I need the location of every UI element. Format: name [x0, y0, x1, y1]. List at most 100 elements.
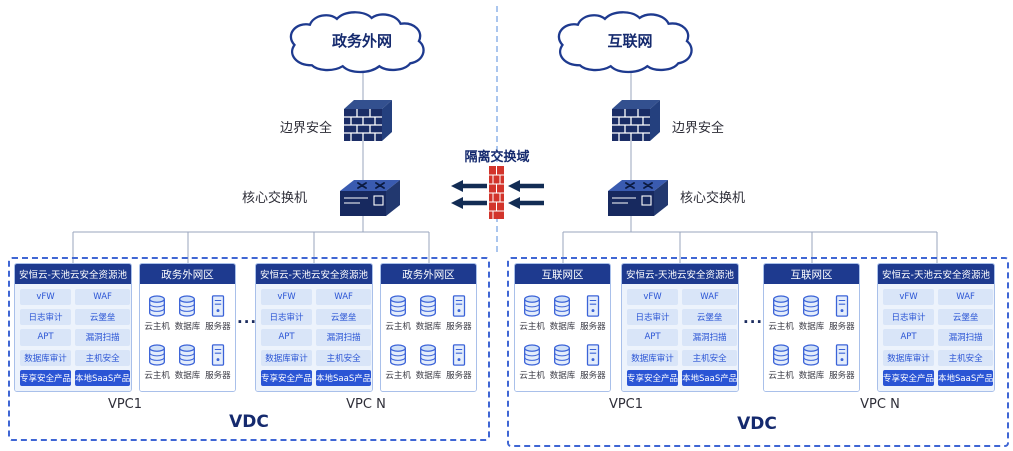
firewall-icon	[610, 97, 662, 143]
server-item: 云主机	[517, 338, 547, 388]
database-icon	[176, 343, 198, 367]
server-item: 服务器	[444, 338, 474, 388]
left-border-security-label: 边界安全	[280, 121, 333, 136]
server-icon	[831, 343, 853, 367]
zone-body: 云主机 数据库 服务器 云主机 数据库 服务器	[764, 284, 859, 391]
right-vdc-label: VDC	[737, 414, 777, 434]
internet-cloud-label: 互联网	[607, 31, 653, 50]
security-pool-panel: 安恒云-天池云安全资源池 vFW WAF 日志审计 云堡垒 APT 漏洞扫描 数…	[621, 263, 739, 392]
server-icon	[448, 294, 470, 318]
server-label: 服务器	[829, 321, 855, 332]
pool-item: 日志审计	[883, 309, 935, 326]
server-label: 云主机	[385, 371, 411, 382]
server-label: 数据库	[415, 321, 442, 332]
server-item: 服务器	[203, 338, 233, 388]
security-pool-body: vFW WAF 日志审计 云堡垒 APT 漏洞扫描 数据库审计 主机安全 专享安…	[622, 284, 738, 391]
database-icon	[417, 343, 439, 367]
pool-item-highlight: 专享安全产品	[261, 369, 313, 386]
server-label: 数据库	[174, 321, 201, 332]
left-core-switch	[338, 177, 402, 219]
cloud-host-icon	[521, 343, 543, 367]
cloud-host-icon	[521, 294, 543, 318]
security-pool-panel: 安恒云-天池云安全资源池 vFW WAF 日志审计 云堡垒 APT 漏洞扫描 数…	[877, 263, 995, 392]
server-label: 云主机	[768, 321, 794, 332]
pool-item: 数据库审计	[20, 349, 72, 366]
pool-item: 云堡垒	[316, 309, 372, 326]
server-icon	[582, 294, 604, 318]
server-item: 云主机	[766, 288, 796, 338]
pool-item: vFW	[20, 289, 72, 306]
server-icon	[582, 343, 604, 367]
pool-item-highlight: 本地SaaS产品	[316, 369, 372, 386]
right-border-security-label: 边界安全	[672, 121, 725, 136]
server-item: 云主机	[517, 288, 547, 338]
isolation-wall	[489, 166, 504, 219]
right-firewall	[610, 97, 662, 143]
pool-item: 主机安全	[316, 349, 372, 366]
gov-extranet-cloud-label: 政务外网	[331, 31, 392, 50]
security-pool-panel: 安恒云-天池云安全资源池 vFW WAF 日志审计 云堡垒 APT 漏洞扫描 数…	[14, 263, 132, 392]
pool-item: 漏洞扫描	[75, 329, 131, 346]
server-item: 云主机	[142, 288, 172, 338]
right-core-switch	[606, 177, 670, 219]
server-item: 云主机	[142, 338, 172, 388]
server-item: 云主机	[383, 338, 413, 388]
server-item: 数据库	[796, 288, 826, 338]
database-icon	[800, 343, 822, 367]
pool-item: 云堡垒	[75, 309, 131, 326]
cloud-host-icon	[387, 343, 409, 367]
pool-item: 漏洞扫描	[316, 329, 372, 346]
pool-item: 主机安全	[75, 349, 131, 366]
pool-item: 日志审计	[627, 309, 679, 326]
switch-icon	[338, 177, 402, 219]
server-item: 数据库	[413, 288, 443, 338]
server-label: 云主机	[768, 371, 794, 382]
security-pool-title: 安恒云-天池云安全资源池	[15, 264, 131, 284]
pool-item: WAF	[682, 289, 738, 306]
pool-item: 日志审计	[20, 309, 72, 326]
left-firewall	[342, 97, 394, 143]
server-item: 数据库	[172, 338, 202, 388]
server-label: 数据库	[549, 321, 576, 332]
server-label: 数据库	[174, 371, 201, 382]
server-label: 云主机	[144, 321, 170, 332]
pool-item: 主机安全	[682, 349, 738, 366]
pool-item: APT	[261, 329, 313, 346]
pool-item: vFW	[261, 289, 313, 306]
zone-title: 政务外网区	[381, 264, 476, 284]
internet-cloud: 互联网	[548, 10, 712, 78]
security-pool-body: vFW WAF 日志审计 云堡垒 APT 漏洞扫描 数据库审计 主机安全 专享安…	[878, 284, 994, 391]
server-icon	[207, 343, 229, 367]
server-label: 数据库	[415, 371, 442, 382]
ellipsis-left: ...	[237, 309, 258, 327]
pool-item: APT	[883, 329, 935, 346]
gov-zone-panel: 政务外网区 云主机 数据库 服务器 云主机 数据库 服务器	[139, 263, 236, 392]
server-label: 数据库	[549, 371, 576, 382]
gov-zone-panel: 政务外网区 云主机 数据库 服务器 云主机 数据库 服务器	[380, 263, 477, 392]
pool-item: vFW	[627, 289, 679, 306]
switch-icon	[606, 177, 670, 219]
server-item: 服务器	[203, 288, 233, 338]
cloud-host-icon	[146, 294, 168, 318]
server-label: 服务器	[580, 321, 606, 332]
server-label: 数据库	[798, 321, 825, 332]
server-item: 数据库	[547, 338, 577, 388]
right-vpc1-label: VPC1	[608, 397, 644, 412]
left-vdc-label: VDC	[229, 412, 269, 432]
ellipsis-right: ...	[743, 309, 764, 327]
security-pool-panel: 安恒云-天池云安全资源池 vFW WAF 日志审计 云堡垒 APT 漏洞扫描 数…	[255, 263, 373, 392]
cloud-host-icon	[387, 294, 409, 318]
pool-item: 数据库审计	[627, 349, 679, 366]
zone-title: 互联网区	[764, 264, 859, 284]
database-icon	[176, 294, 198, 318]
left-core-switch-label: 核心交换机	[242, 191, 308, 206]
server-item: 服务器	[444, 288, 474, 338]
database-icon	[800, 294, 822, 318]
left-vdc-box	[8, 257, 490, 441]
pool-item: 云堡垒	[938, 309, 994, 326]
security-pool-title: 安恒云-天池云安全资源池	[878, 264, 994, 284]
flow-arrows-right	[508, 180, 544, 209]
zone-title: 互联网区	[515, 264, 610, 284]
